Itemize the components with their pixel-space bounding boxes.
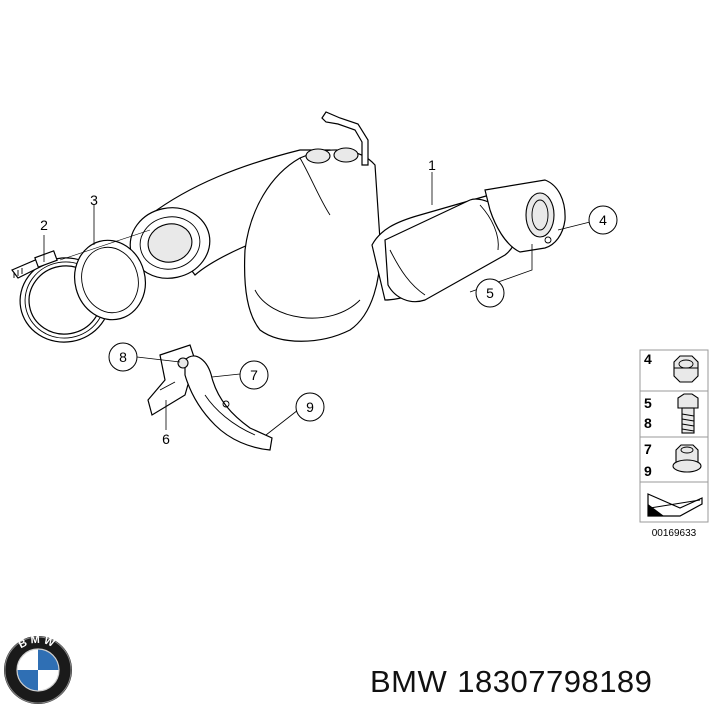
direction-arrow-icon xyxy=(647,493,703,517)
callout-9: 9 xyxy=(295,392,325,422)
sensor-boss-1 xyxy=(305,148,331,164)
brand-name: BMW xyxy=(370,664,448,699)
svg-text:3: 3 xyxy=(90,192,98,208)
exhaust-assembly xyxy=(129,111,566,342)
flange-nut-icon xyxy=(672,444,702,473)
callout-6: 6 xyxy=(162,431,170,447)
logo-letters: BMW xyxy=(17,634,56,651)
svg-text:1: 1 xyxy=(428,157,436,173)
legend-row2-label-2: 8 xyxy=(644,415,652,431)
callout-3: 3 xyxy=(90,192,98,208)
fastener-legend: 4 5 8 7 9 00169633 xyxy=(639,349,709,539)
nut-icon xyxy=(673,355,699,383)
callout-2: 2 xyxy=(40,217,48,233)
svg-text:7: 7 xyxy=(250,367,258,383)
gasket-ring xyxy=(74,239,146,321)
callout-7: 7 xyxy=(239,360,269,390)
callout-4: 4 xyxy=(588,205,618,235)
bracket-7 xyxy=(184,355,273,451)
diagram-code: 00169633 xyxy=(652,528,697,539)
svg-text:5: 5 xyxy=(486,285,494,301)
legend-row1-label-1: 4 xyxy=(644,351,652,367)
callout-8: 8 xyxy=(108,342,138,372)
mounting-brackets xyxy=(147,344,273,451)
svg-text:8: 8 xyxy=(119,349,127,365)
callout-1: 1 xyxy=(428,157,436,173)
pressure-tube xyxy=(321,111,369,166)
bmw-logo: BMW xyxy=(4,634,72,704)
footer-brand-line: BMW 18307798189 xyxy=(370,664,662,700)
bolt-icon xyxy=(677,393,699,434)
sensor-boss-2 xyxy=(333,147,359,163)
legend-row2-label-1: 5 xyxy=(644,395,652,411)
svg-text:BMW: BMW xyxy=(17,634,59,651)
callout-5: 5 xyxy=(475,278,505,308)
main-canister xyxy=(244,149,381,342)
svg-text:4: 4 xyxy=(599,212,607,228)
svg-text:6: 6 xyxy=(162,431,170,447)
legend-row3-label-2: 9 xyxy=(644,463,652,479)
legend-row3-label-1: 7 xyxy=(644,441,652,457)
svg-text:2: 2 xyxy=(40,217,48,233)
part-number: 18307798189 xyxy=(457,664,653,699)
bolt-8 xyxy=(177,357,189,369)
svg-text:9: 9 xyxy=(306,399,314,415)
